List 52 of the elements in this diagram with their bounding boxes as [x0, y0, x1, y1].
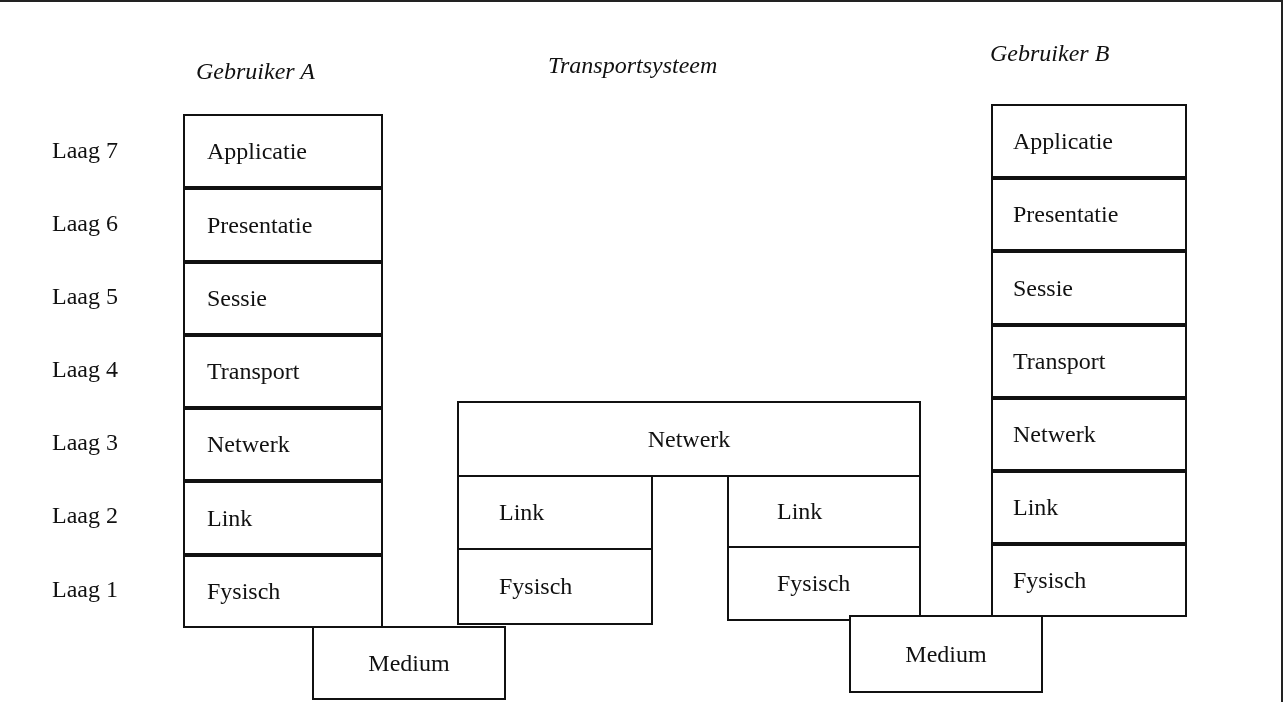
layer-label: Fysisch — [777, 570, 851, 597]
layer-label: Sessie — [207, 285, 267, 312]
layer-label: Sessie — [1013, 274, 1073, 302]
layer-label: Presentatie — [1013, 201, 1119, 228]
layer-label: Netwerk — [647, 425, 731, 453]
layer-number-label: Laag 4 — [52, 356, 118, 383]
layer-box — [183, 555, 383, 628]
layer-label: Fysisch — [207, 578, 281, 605]
layer-box — [457, 548, 653, 625]
layer-box — [183, 114, 383, 188]
layer-box — [991, 398, 1187, 471]
layer-label: Netwerk — [207, 431, 290, 458]
layer-label: Transport — [207, 358, 300, 385]
layer-box — [991, 104, 1187, 178]
layer-label: Medium — [368, 649, 450, 677]
layer-label: Link — [207, 504, 253, 532]
layer-number-label: Laag 6 — [52, 210, 118, 237]
layer-box — [991, 178, 1187, 251]
layer-box — [312, 626, 506, 700]
layer-label: Link — [499, 499, 545, 526]
layer-label: Presentatie — [207, 211, 313, 239]
layer-box — [991, 251, 1187, 325]
layer-label: Link — [1013, 494, 1059, 521]
layer-label: Fysisch — [1013, 567, 1087, 594]
layer-label: Fysisch — [499, 573, 573, 600]
layer-box — [727, 546, 921, 621]
layer-box — [183, 408, 383, 481]
layer-label: Link — [777, 498, 823, 525]
layer-box — [991, 471, 1187, 544]
column-heading: Gebruiker B — [990, 40, 1110, 67]
layer-number-label: Laag 7 — [52, 137, 118, 164]
layer-box — [183, 188, 383, 262]
layer-number-label: Laag 3 — [52, 429, 118, 456]
layer-box — [849, 615, 1043, 693]
layer-label: Netwerk — [1013, 421, 1096, 448]
layer-box — [991, 325, 1187, 398]
layer-box — [183, 481, 383, 555]
layer-box — [727, 475, 921, 548]
layer-number-label: Laag 1 — [52, 576, 118, 603]
layer-label: Applicatie — [207, 137, 307, 165]
layer-box — [183, 262, 383, 335]
layer-box — [457, 475, 653, 550]
layer-label: Applicatie — [1013, 127, 1113, 155]
layer-box — [991, 544, 1187, 617]
layer-box — [183, 335, 383, 408]
layer-number-label: Laag 2 — [52, 502, 118, 529]
layer-label: Transport — [1013, 348, 1106, 375]
layer-box — [457, 401, 921, 477]
column-heading: Gebruiker A — [196, 58, 315, 85]
layer-number-label: Laag 5 — [52, 283, 118, 310]
layer-label: Medium — [905, 640, 987, 668]
column-heading: Transportsysteem — [548, 52, 718, 79]
